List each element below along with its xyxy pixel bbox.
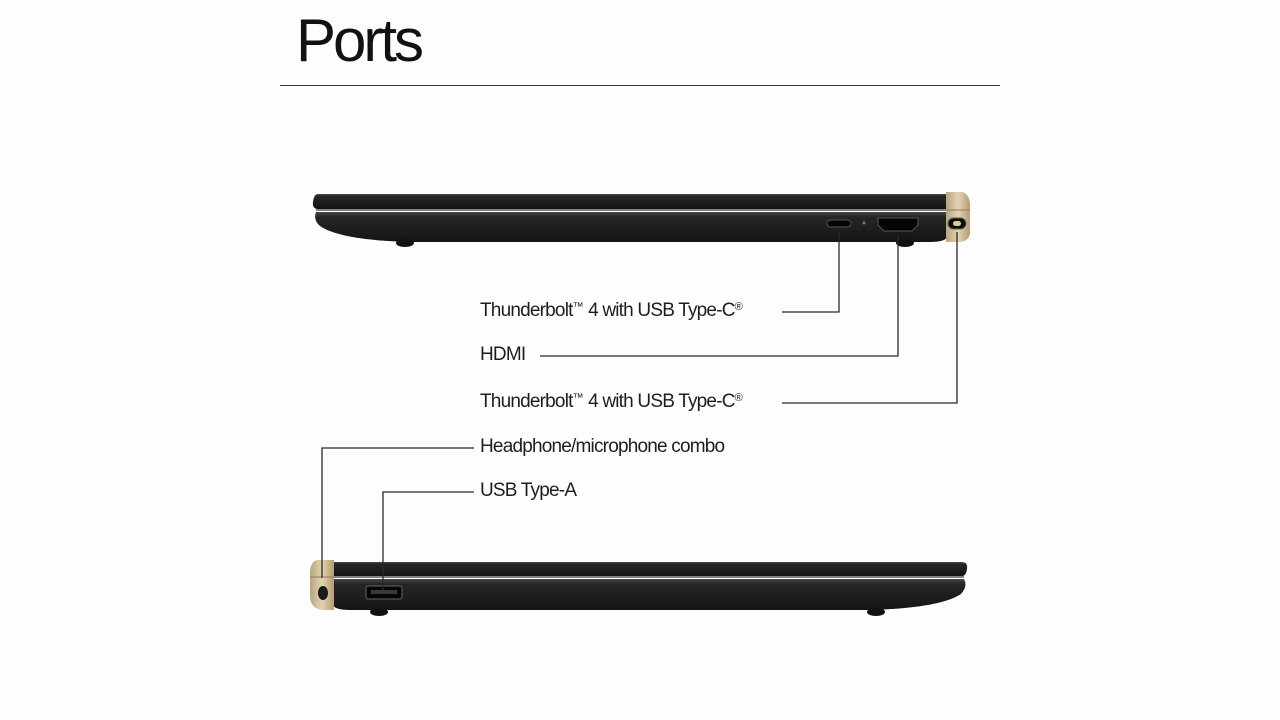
label-text: 4 with USB Type-C: [583, 300, 735, 321]
hinge: [310, 560, 334, 610]
laptop-left-side: [310, 560, 968, 616]
laptop-lid: [332, 562, 968, 576]
laptop-base: [332, 579, 966, 610]
page-title: Ports: [296, 7, 424, 74]
leader-lines: [321, 232, 958, 590]
label-usb-a: USB Type-A: [480, 480, 577, 501]
foot: [867, 608, 885, 616]
leader-line-thunderbolt-2: [782, 232, 958, 404]
registered-mark: ®: [734, 301, 743, 313]
leader-line-thunderbolt-1: [782, 232, 840, 313]
trademark-mark: ™: [572, 301, 584, 313]
trademark-mark: ™: [572, 392, 584, 404]
label-headphone-combo: Headphone/microphone combo: [480, 436, 725, 457]
laptop-base: [315, 212, 949, 242]
led-indicator: [862, 221, 866, 225]
foot: [396, 239, 414, 247]
registered-mark: ®: [734, 392, 743, 404]
hdmi-port: [877, 217, 919, 232]
leader-line-hdmi: [540, 236, 899, 357]
label-text: Thunderbolt: [480, 300, 573, 321]
label-text: Thunderbolt: [480, 391, 573, 412]
label-thunderbolt-2: Thunderbolt™ 4 with USB Type-C®: [480, 391, 743, 413]
hinge: [946, 192, 970, 242]
foot: [370, 608, 388, 616]
label-thunderbolt-1: Thunderbolt™ 4 with USB Type-C®: [480, 300, 743, 322]
title-divider: [280, 85, 1000, 86]
leader-line-usb-a: [382, 491, 474, 590]
usb-c-port: [826, 219, 852, 228]
leader-line-headphone: [321, 447, 474, 578]
label-hdmi: HDMI: [480, 344, 526, 365]
foot: [896, 239, 914, 247]
laptop-right-side: [312, 192, 970, 247]
laptop-lid: [312, 194, 948, 209]
label-text: 4 with USB Type-C: [583, 391, 735, 412]
headphone-jack: [318, 586, 328, 600]
